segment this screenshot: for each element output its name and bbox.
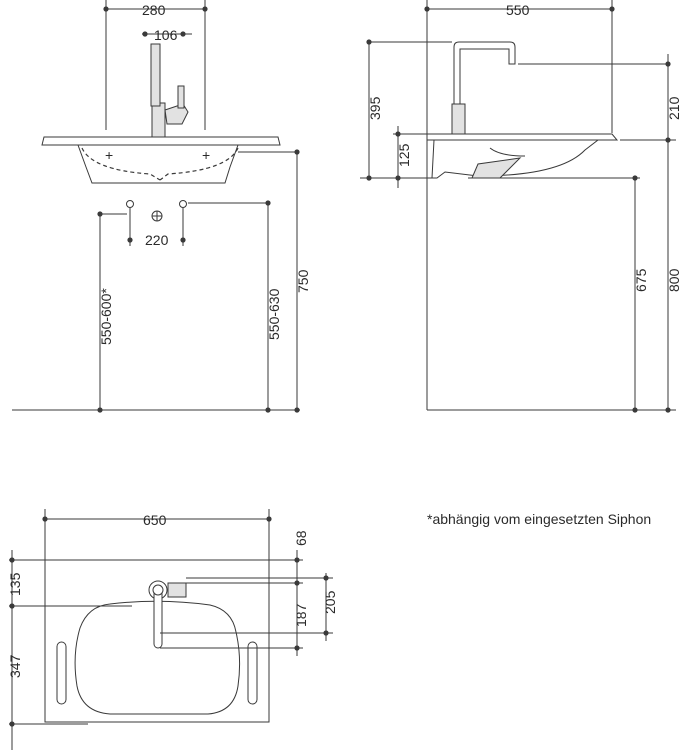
faucet-body [151,102,166,138]
plus-mark-right: + [202,147,210,163]
dim-347: 347 [7,654,23,678]
plus-mark-left: + [105,147,113,163]
front-view: + + 280 106 220 550- [12,0,311,413]
dim-187: 187 [293,603,309,627]
mounting-hole-left [126,200,134,208]
dim-106: 106 [154,27,178,43]
dim-395: 395 [367,96,383,120]
top-view: 650 135 347 68 187 205 [7,509,338,750]
dim-125: 125 [396,143,412,167]
footnote: *abhängig vom eingesetzten Siphon [427,511,652,527]
dim-650: 650 [143,512,167,528]
dim-675: 675 [633,268,649,292]
dim-205: 205 [322,590,338,614]
mounting-hole-right [179,200,187,208]
top-faucet-spout [153,589,163,649]
dim-220: 220 [145,232,169,248]
dim-135: 135 [7,572,23,596]
top-faucet-head [167,582,187,598]
basin-bowl [74,600,241,715]
slot-right [247,641,258,705]
side-view: 550 395 125 210 675 800 [360,0,682,413]
dim-68: 68 [293,530,309,546]
dim-550: 550 [506,2,530,18]
dim-210: 210 [666,96,682,120]
side-faucet-body [451,103,466,135]
dim-800: 800 [666,268,682,292]
dim-280: 280 [142,2,166,18]
dim-550-600: 550-600* [98,288,114,345]
dim-750: 750 [295,269,311,293]
dim-550-630: 550-630 [266,288,282,340]
slot-left [56,641,67,705]
